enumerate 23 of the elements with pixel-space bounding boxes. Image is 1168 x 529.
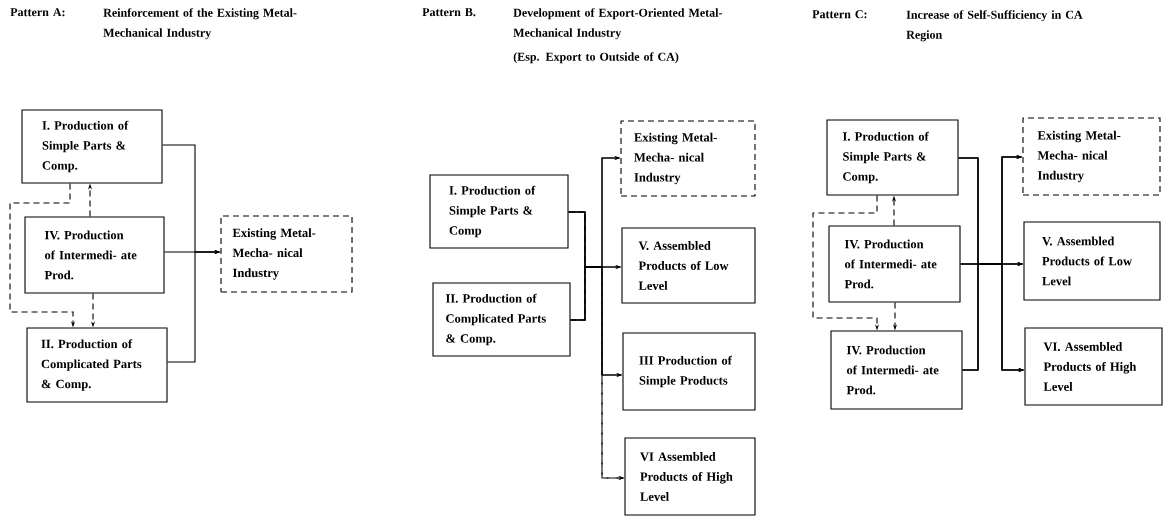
- process-box: II. Production of Complicated Parts & Comp.: [26, 327, 168, 403]
- heading-text: Pattern C:: [812, 10, 867, 19]
- process-box: I. Production of Simple Parts & Comp: [429, 174, 569, 249]
- heading-text: Pattern B.: [422, 8, 476, 17]
- dashed-box: Existing Metal-Mecha- nical Industry: [1022, 117, 1161, 196]
- process-box: VI Assembled Products of High Level: [624, 437, 756, 516]
- process-box: II. Production of Complicated Parts & Comp.: [432, 282, 571, 357]
- process-box: V. Assembled Products of Low Level: [1023, 221, 1161, 301]
- process-box: III Production of Simple Products: [622, 332, 756, 411]
- process-box: I. Production of Simple Parts & Comp.: [826, 119, 959, 196]
- process-box: IV. Production of Intermedi- ate Prod.: [24, 216, 165, 294]
- heading-text: Increase of Self-Sufficiency in CA Region: [906, 10, 1083, 42]
- dashed-box: Existing Metal-Mecha- nical Industry: [220, 215, 353, 293]
- heading-text: Development of Export-Oriented Metal-Mechanical Industry: [513, 8, 723, 40]
- process-box: I. Production of Simple Parts & Comp.: [21, 109, 163, 184]
- process-box: V. Assembled Products of Low Level: [621, 227, 756, 304]
- dashed-box: Existing Metal-Mecha- nical Industry: [620, 120, 756, 197]
- heading-text: Reinforcement of the Existing Metal-Mechanical Industry: [103, 8, 297, 40]
- heading-text: Pattern A:: [10, 8, 65, 17]
- heading-text: (Esp. Export to Outside of CA): [513, 52, 679, 64]
- process-box: IV. Production of Intermedi- ate Prod.: [828, 225, 961, 303]
- process-box: VI. Assembled Products of High Level: [1024, 327, 1163, 406]
- process-box: IV. Production of Intermedi- ate Prod.: [830, 330, 963, 410]
